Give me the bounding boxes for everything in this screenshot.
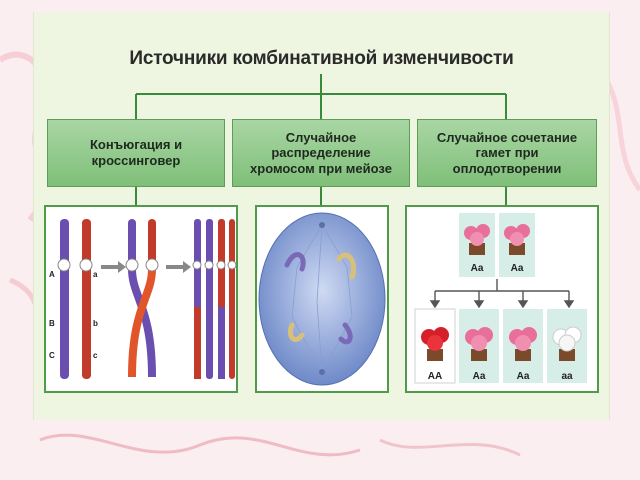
offspring-flower-icon-Aa-1	[465, 327, 493, 361]
offspring-genotype-label: Aa	[517, 371, 530, 382]
fertilization-illustration: Aa Aa	[414, 213, 587, 384]
connector-lines	[135, 74, 507, 205]
panel-crossing-over: A a B b C c	[44, 205, 238, 393]
box-label: Конъюгация и кроссинговер	[89, 137, 183, 168]
box-label: Случайное распределение хромосом при мей…	[250, 129, 392, 176]
gene-B-label: B	[49, 319, 55, 328]
offspring-flower-icon-aa	[552, 326, 582, 361]
panel-meiosis	[255, 205, 389, 393]
offspring-genotype-label: aa	[561, 371, 573, 382]
box-random-gamete-combination: Случайное сочетание гамет при оплодотвор…	[417, 119, 597, 187]
box-random-chromosome-distribution: Случайное распределение хромосом при мей…	[232, 119, 410, 187]
gene-a-label: a	[93, 270, 98, 279]
offspring-genotype-label: AA	[428, 371, 442, 382]
offspring-flower-icon-Aa-2	[509, 327, 537, 361]
offspring-genotype-label: Aa	[473, 371, 486, 382]
parent-genotype-label: Aa	[471, 263, 484, 274]
gene-b-label: b	[93, 319, 98, 328]
box-label: Случайное сочетание гамет при оплодотвор…	[436, 129, 578, 176]
parent-flower-icon-1	[464, 224, 490, 255]
offspring-flower-icon-AA	[421, 327, 449, 361]
box-conjugation-crossing-over: Конъюгация и кроссинговер	[47, 119, 225, 187]
diagram-title: Источники комбинативной изменчивости	[129, 48, 514, 69]
gene-c-label: c	[93, 351, 98, 360]
parent-genotype-label: Aa	[511, 263, 524, 274]
meiosis-cell-illustration	[258, 212, 386, 386]
gene-C-label: C	[49, 351, 55, 360]
crossing-over-illustration: A a B b C c	[49, 219, 236, 379]
slide: Источники комбинативной изменчивости Кон…	[33, 12, 610, 420]
panel-fertilization: Aa Aa	[405, 205, 599, 393]
gene-A-label: A	[49, 270, 55, 279]
parent-flower-icon-2	[504, 224, 530, 255]
